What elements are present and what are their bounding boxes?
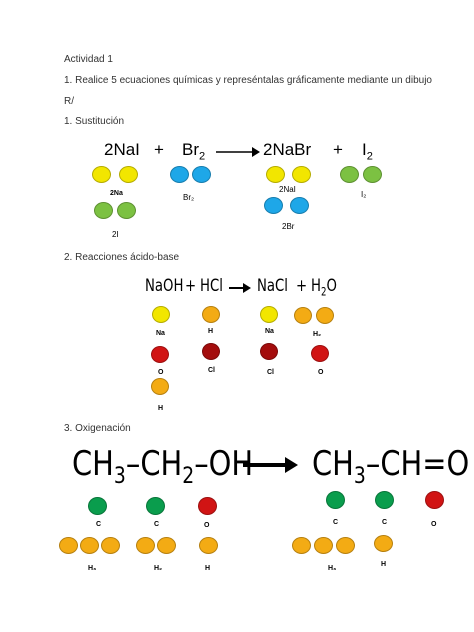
equation-reactant-naoh: NaOH (145, 276, 184, 296)
reaction-arrow-icon (216, 147, 260, 157)
equation-reactant-br2: Br2 (182, 140, 206, 163)
equation-reactant-nai: 2NaI (104, 140, 140, 159)
atom-label: 2Na (110, 190, 123, 197)
atom-label: 2Br (282, 222, 295, 231)
br-atom (290, 197, 309, 214)
atom-label: Br₂ (183, 193, 195, 202)
br-atom (264, 197, 283, 214)
equation-plus: + (185, 276, 197, 296)
reaction-arrow-icon (243, 457, 298, 473)
c-atom (375, 491, 394, 509)
c-atom (326, 491, 345, 509)
cl-atom (202, 343, 220, 360)
atom-label: Na (156, 330, 165, 337)
section-heading-acid-base: 2. Reacciones ácido-base (64, 252, 180, 263)
i-atom (117, 202, 136, 219)
atom-label: C (96, 521, 102, 528)
h-atom (202, 306, 220, 323)
reaction-arrow-icon (229, 283, 251, 293)
h-atom (157, 537, 176, 554)
atom-label: H₂ (154, 565, 163, 572)
atom-label: 2NaI (279, 185, 296, 194)
equation-plus: + (333, 140, 343, 159)
cl-atom (260, 343, 278, 360)
equation-product-i2: I2 (362, 140, 373, 163)
section-heading-oxygenation: 3. Oxigenación (64, 423, 131, 434)
reactant-ethanol: CH3–CH2–OH (72, 444, 254, 489)
atom-label: O (318, 369, 324, 376)
h-atom (101, 537, 120, 554)
o-atom (425, 491, 444, 509)
atom-label: I₂ (361, 190, 367, 199)
activity-title: Actividad 1 (64, 54, 113, 65)
atom-label: C (154, 521, 160, 528)
na-atom (152, 306, 170, 323)
equation-plus: + (296, 276, 308, 296)
na-atom (266, 166, 285, 183)
atom-label: C (382, 519, 388, 526)
h-atom (336, 537, 355, 554)
c-atom (88, 497, 107, 515)
br-atom (170, 166, 189, 183)
atom-label: H (158, 405, 164, 412)
h-atom (294, 307, 312, 324)
atom-label: H₃ (328, 565, 337, 572)
atom-label: H₃ (88, 565, 97, 572)
equation-product-h2o: H2O (311, 276, 337, 299)
na-atom (119, 166, 138, 183)
h-atom (199, 537, 218, 554)
c-atom (146, 497, 165, 515)
equation-product-nacl: NaCl (257, 276, 288, 296)
na-atom (292, 166, 311, 183)
h-atom (136, 537, 155, 554)
atom-label: C (333, 519, 339, 526)
h-atom (80, 537, 99, 554)
answer-mark: R/ (64, 96, 74, 107)
o-atom (311, 345, 329, 362)
h-atom (314, 537, 333, 554)
na-atom (260, 306, 278, 323)
i-atom (363, 166, 382, 183)
equation-plus: + (154, 140, 164, 159)
atom-label: Cl (267, 369, 274, 376)
section-heading-substitution: 1. Sustitución (64, 116, 125, 127)
equation-product-nabr: 2NaBr (263, 140, 312, 159)
atom-label: Cl (208, 367, 215, 374)
na-atom (92, 166, 111, 183)
i-atom (340, 166, 359, 183)
product-acetaldehyde: CH3–CH=O (312, 444, 470, 489)
h-atom (151, 378, 169, 395)
h-atom (316, 307, 334, 324)
atom-label: O (204, 522, 210, 529)
atom-label: H (208, 328, 214, 335)
atom-label: O (158, 369, 164, 376)
o-atom (198, 497, 217, 515)
h-atom (292, 537, 311, 554)
atom-label: 2I (112, 230, 119, 239)
atom-label: H (205, 565, 211, 572)
o-atom (151, 346, 169, 363)
equation-reactant-hcl: HCl (200, 276, 223, 296)
atom-label: Na (265, 328, 274, 335)
instruction-text: 1. Realice 5 ecuaciones químicas y repre… (64, 75, 432, 86)
h-atom (59, 537, 78, 554)
br-atom (192, 166, 211, 183)
i-atom (94, 202, 113, 219)
atom-label: H₂ (313, 331, 322, 338)
atom-label: H (381, 561, 387, 568)
atom-label: O (431, 521, 437, 528)
h-atom (374, 535, 393, 552)
